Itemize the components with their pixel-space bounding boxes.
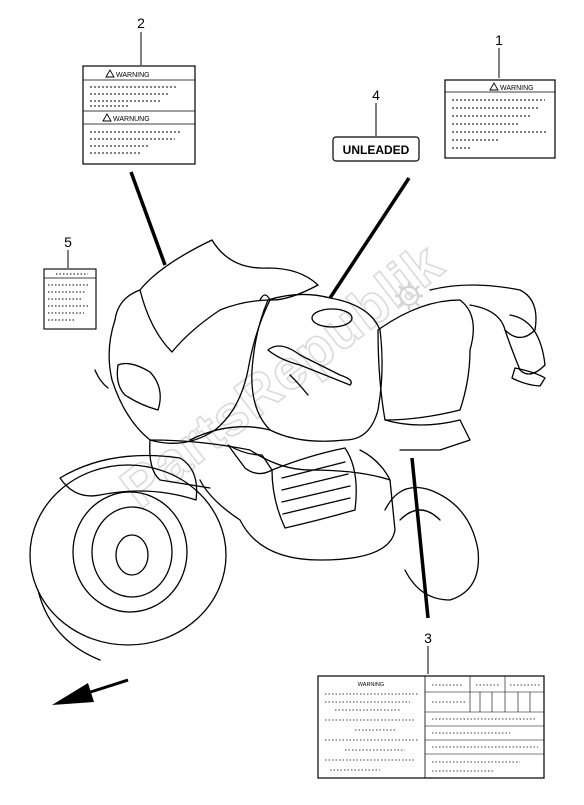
callout-1: 1 [495, 32, 503, 48]
label-3-title: WARNING [358, 682, 384, 688]
callout-3: 3 [424, 630, 432, 646]
label-5 [43, 268, 97, 330]
callout-4: 4 [372, 87, 380, 103]
label-4-unleaded: UNLEADED [332, 136, 420, 162]
warning-triangle-icon [102, 113, 112, 122]
motorcycle-outline [29, 239, 546, 661]
label-1-warning: WARNING [444, 79, 556, 159]
watermark: PartsRepublik [108, 229, 455, 520]
warning-triangle-icon [105, 69, 115, 78]
svg-text:PartsRepublik: PartsRepublik [109, 230, 455, 519]
front-wheel [29, 464, 227, 646]
warning-triangle-icon [489, 82, 499, 91]
label-1-warning-text: WARNING [500, 85, 534, 92]
label-4-unleaded-text: UNLEADED [343, 143, 410, 157]
label-3-spec-table: WARNING [317, 675, 545, 779]
fuel-tank [251, 293, 383, 442]
label-2-warning-text: WARNING [116, 72, 150, 79]
leader-lines [67, 32, 500, 674]
direction-arrow-icon [52, 678, 129, 705]
callout-2: 2 [137, 15, 145, 31]
gear-icon [395, 282, 423, 310]
label-2-warning: WARNING WARNUNG [82, 65, 196, 165]
seat [377, 299, 474, 421]
callout-5: 5 [64, 234, 72, 250]
label-2-warnung-text: WARNUNG [113, 116, 150, 123]
